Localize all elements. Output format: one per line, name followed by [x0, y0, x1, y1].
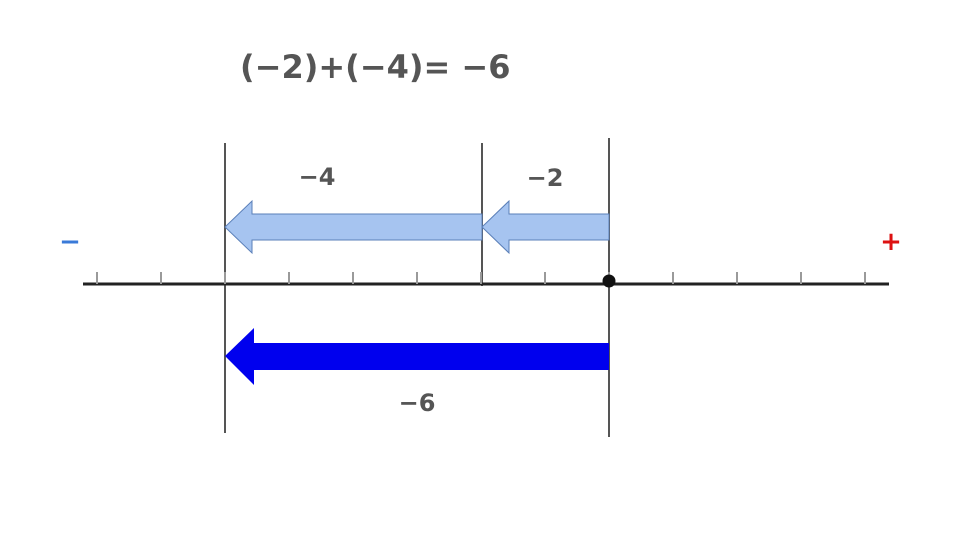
- origin-dot: [602, 274, 616, 288]
- first-addend-arrow: [481, 199, 610, 255]
- number-line-ticks: [96, 272, 866, 284]
- second-arrow-label: −4: [299, 163, 336, 191]
- second-addend-arrow: [224, 199, 483, 255]
- negative-direction-sign: −: [59, 227, 81, 257]
- equation-text: (−2)+(−4)= −6: [240, 48, 511, 86]
- result-arrow: [225, 328, 609, 385]
- positive-direction-sign: +: [880, 227, 902, 257]
- result-arrow-label: −6: [399, 389, 436, 417]
- first-arrow-label: −2: [527, 164, 564, 192]
